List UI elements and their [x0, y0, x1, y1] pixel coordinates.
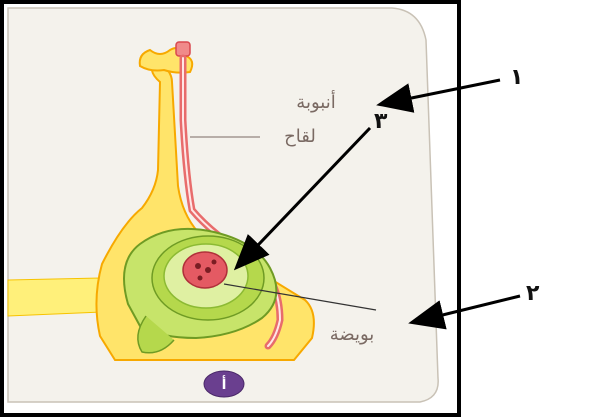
label-pollen-tube-line2: لقاح — [284, 126, 316, 147]
ovum-nucleus-4 — [198, 276, 203, 281]
callout-number-3: ٣ — [374, 109, 388, 134]
pollen-grain — [176, 42, 190, 56]
callout-number-2: ٢ — [526, 281, 540, 306]
figure-badge-label: أ — [222, 375, 227, 393]
label-pollen-tube-line1: أنبوبة — [296, 90, 335, 113]
ovum-nucleus-1 — [195, 263, 201, 269]
callout-number-1: ١ — [510, 65, 523, 90]
ovum-nucleus-2 — [205, 267, 211, 273]
label-ovule: بويضة — [330, 324, 375, 345]
ovum-nucleus-3 — [212, 260, 217, 265]
filament — [8, 278, 102, 316]
